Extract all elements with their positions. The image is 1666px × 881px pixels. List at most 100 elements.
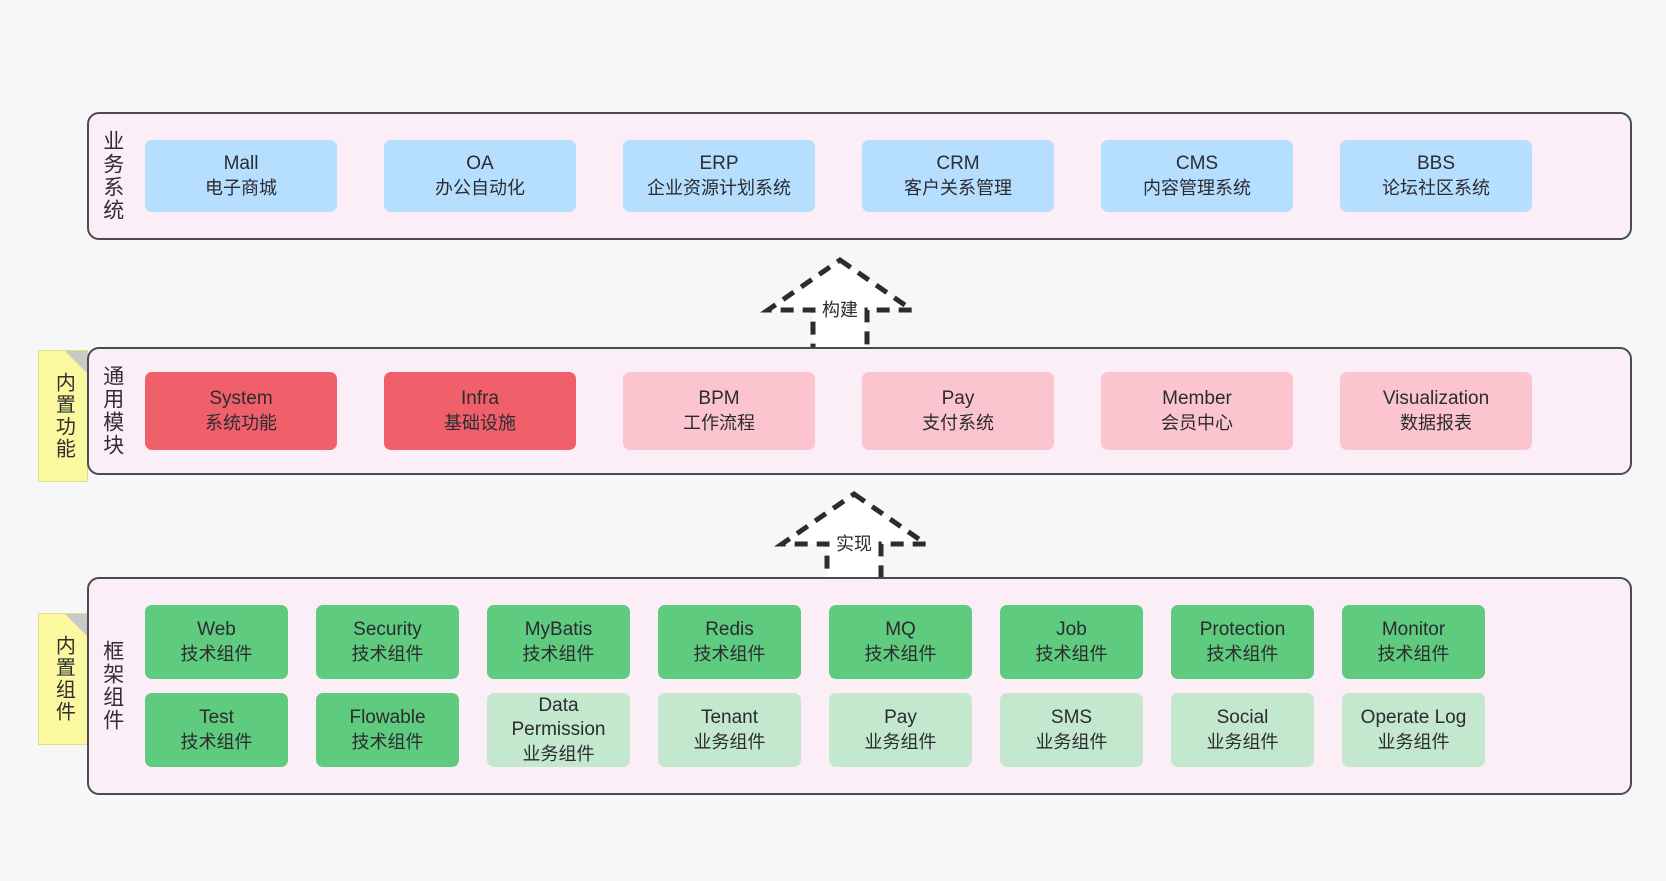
card-oa[interactable]: OA 办公自动化 [384, 140, 576, 212]
connector-implement: 实现 [774, 490, 934, 588]
card-infra-name: Infra [460, 388, 500, 410]
card-monitor[interactable]: Monitor 技术组件 [1342, 605, 1485, 679]
card-sms-name: SMS [1050, 707, 1093, 729]
card-mall[interactable]: Mall 电子商城 [145, 140, 337, 212]
card-operate-log-name: Operate Log [1360, 707, 1467, 729]
card-web-name: Web [197, 619, 236, 641]
card-sms-desc: 业务组件 [1035, 731, 1108, 752]
card-web[interactable]: Web 技术组件 [145, 605, 288, 679]
layer-business-system-title: 业务系统 [100, 130, 124, 222]
card-infra-desc: 基础设施 [444, 412, 516, 433]
card-mq[interactable]: MQ 技术组件 [829, 605, 972, 679]
card-security-name: Security [353, 619, 422, 641]
card-monitor-name: Monitor [1381, 619, 1446, 641]
card-test-name: Test [199, 707, 234, 729]
card-protection-name: Protection [1199, 619, 1286, 641]
card-web-desc: 技术组件 [180, 643, 253, 664]
layer-common-modules: 通用模块 System 系统功能 Infra 基础设施 BPM 工作流程 Pay… [87, 347, 1632, 475]
card-bbs-name: BBS [1416, 153, 1456, 175]
card-bbs-desc: 论坛社区系统 [1382, 177, 1490, 198]
card-member-desc: 会员中心 [1161, 412, 1233, 433]
card-member[interactable]: Member 会员中心 [1101, 372, 1293, 450]
card-job-name: Job [1056, 619, 1087, 641]
card-pay-component-name: Pay [884, 707, 917, 729]
note-built-in-features: 内置功能 [38, 350, 88, 482]
card-monitor-desc: 技术组件 [1377, 643, 1450, 664]
card-flowable[interactable]: Flowable 技术组件 [316, 693, 459, 767]
framework-row-business: Test 技术组件 Flowable 技术组件 Data Permission … [145, 693, 1616, 767]
card-tenant-name: Tenant [700, 707, 759, 729]
note-built-in-components-label: 内置组件 [52, 635, 75, 723]
card-visualization[interactable]: Visualization 数据报表 [1340, 372, 1532, 450]
card-bpm-desc: 工作流程 [683, 412, 755, 433]
card-infra[interactable]: Infra 基础设施 [384, 372, 576, 450]
card-system-name: System [209, 388, 273, 410]
card-crm-desc: 客户关系管理 [904, 177, 1012, 198]
note-built-in-features-label: 内置功能 [52, 372, 75, 460]
layer-business-system-cards: Mall 电子商城 OA 办公自动化 ERP 企业资源计划系统 CRM 客户关系… [135, 114, 1630, 238]
layer-common-modules-title: 通用模块 [100, 365, 124, 457]
card-mybatis-desc: 技术组件 [522, 643, 595, 664]
card-bpm[interactable]: BPM 工作流程 [623, 372, 815, 450]
note-built-in-components: 内置组件 [38, 613, 88, 745]
card-oa-desc: 办公自动化 [435, 177, 525, 198]
card-test[interactable]: Test 技术组件 [145, 693, 288, 767]
card-flowable-desc: 技术组件 [351, 731, 424, 752]
card-operate-log-desc: 业务组件 [1377, 731, 1450, 752]
card-oa-name: OA [466, 153, 494, 175]
layer-framework-components-cards: Web 技术组件 Security 技术组件 MyBatis 技术组件 Redi… [135, 579, 1630, 793]
layer-framework-components-title: 框架组件 [100, 640, 124, 732]
card-pay-module[interactable]: Pay 支付系统 [862, 372, 1054, 450]
card-member-name: Member [1162, 388, 1232, 410]
card-visualization-desc: 数据报表 [1400, 412, 1472, 433]
card-pay-module-desc: 支付系统 [922, 412, 994, 433]
card-data-permission-desc: 业务组件 [522, 743, 595, 764]
card-tenant[interactable]: Tenant 业务组件 [658, 693, 801, 767]
card-pay-module-name: Pay [941, 388, 975, 410]
card-protection[interactable]: Protection 技术组件 [1171, 605, 1314, 679]
card-security-desc: 技术组件 [351, 643, 424, 664]
card-system[interactable]: System 系统功能 [145, 372, 337, 450]
card-mybatis[interactable]: MyBatis 技术组件 [487, 605, 630, 679]
card-system-desc: 系统功能 [205, 412, 277, 433]
card-mall-name: Mall [223, 153, 259, 175]
card-social-name: Social [1216, 707, 1269, 729]
card-protection-desc: 技术组件 [1206, 643, 1279, 664]
card-sms[interactable]: SMS 业务组件 [1000, 693, 1143, 767]
card-social[interactable]: Social 业务组件 [1171, 693, 1314, 767]
card-redis-name: Redis [705, 619, 754, 641]
card-mq-desc: 技术组件 [864, 643, 937, 664]
card-flowable-name: Flowable [349, 707, 426, 729]
layer-framework-components: 框架组件 Web 技术组件 Security 技术组件 MyBatis 技术组件… [87, 577, 1632, 795]
layer-business-system: 业务系统 Mall 电子商城 OA 办公自动化 ERP 企业资源计划系统 CRM… [87, 112, 1632, 240]
card-security[interactable]: Security 技术组件 [316, 605, 459, 679]
card-crm-name: CRM [936, 153, 980, 175]
card-test-desc: 技术组件 [180, 731, 253, 752]
card-job[interactable]: Job 技术组件 [1000, 605, 1143, 679]
card-mall-desc: 电子商城 [205, 177, 277, 198]
card-redis[interactable]: Redis 技术组件 [658, 605, 801, 679]
card-mq-name: MQ [885, 619, 916, 641]
layer-common-modules-cards: System 系统功能 Infra 基础设施 BPM 工作流程 Pay 支付系统… [135, 349, 1630, 473]
connector-implement-label: 实现 [836, 534, 872, 554]
card-tenant-desc: 业务组件 [693, 731, 766, 752]
card-bbs[interactable]: BBS 论坛社区系统 [1340, 140, 1532, 212]
card-data-permission[interactable]: Data Permission 业务组件 [487, 693, 630, 767]
card-social-desc: 业务组件 [1206, 731, 1279, 752]
card-pay-component[interactable]: Pay 业务组件 [829, 693, 972, 767]
card-operate-log[interactable]: Operate Log 业务组件 [1342, 693, 1485, 767]
card-mybatis-name: MyBatis [524, 619, 593, 641]
card-bpm-name: BPM [698, 388, 740, 410]
card-erp[interactable]: ERP 企业资源计划系统 [623, 140, 815, 212]
card-cms-desc: 内容管理系统 [1143, 177, 1251, 198]
card-visualization-name: Visualization [1382, 388, 1490, 410]
card-erp-name: ERP [699, 153, 739, 175]
connector-build-label: 构建 [822, 300, 858, 320]
card-cms[interactable]: CMS 内容管理系统 [1101, 140, 1293, 212]
card-pay-component-desc: 业务组件 [864, 731, 937, 752]
card-crm[interactable]: CRM 客户关系管理 [862, 140, 1054, 212]
framework-row-tech: Web 技术组件 Security 技术组件 MyBatis 技术组件 Redi… [145, 605, 1616, 679]
card-erp-desc: 企业资源计划系统 [647, 177, 791, 198]
card-redis-desc: 技术组件 [693, 643, 766, 664]
